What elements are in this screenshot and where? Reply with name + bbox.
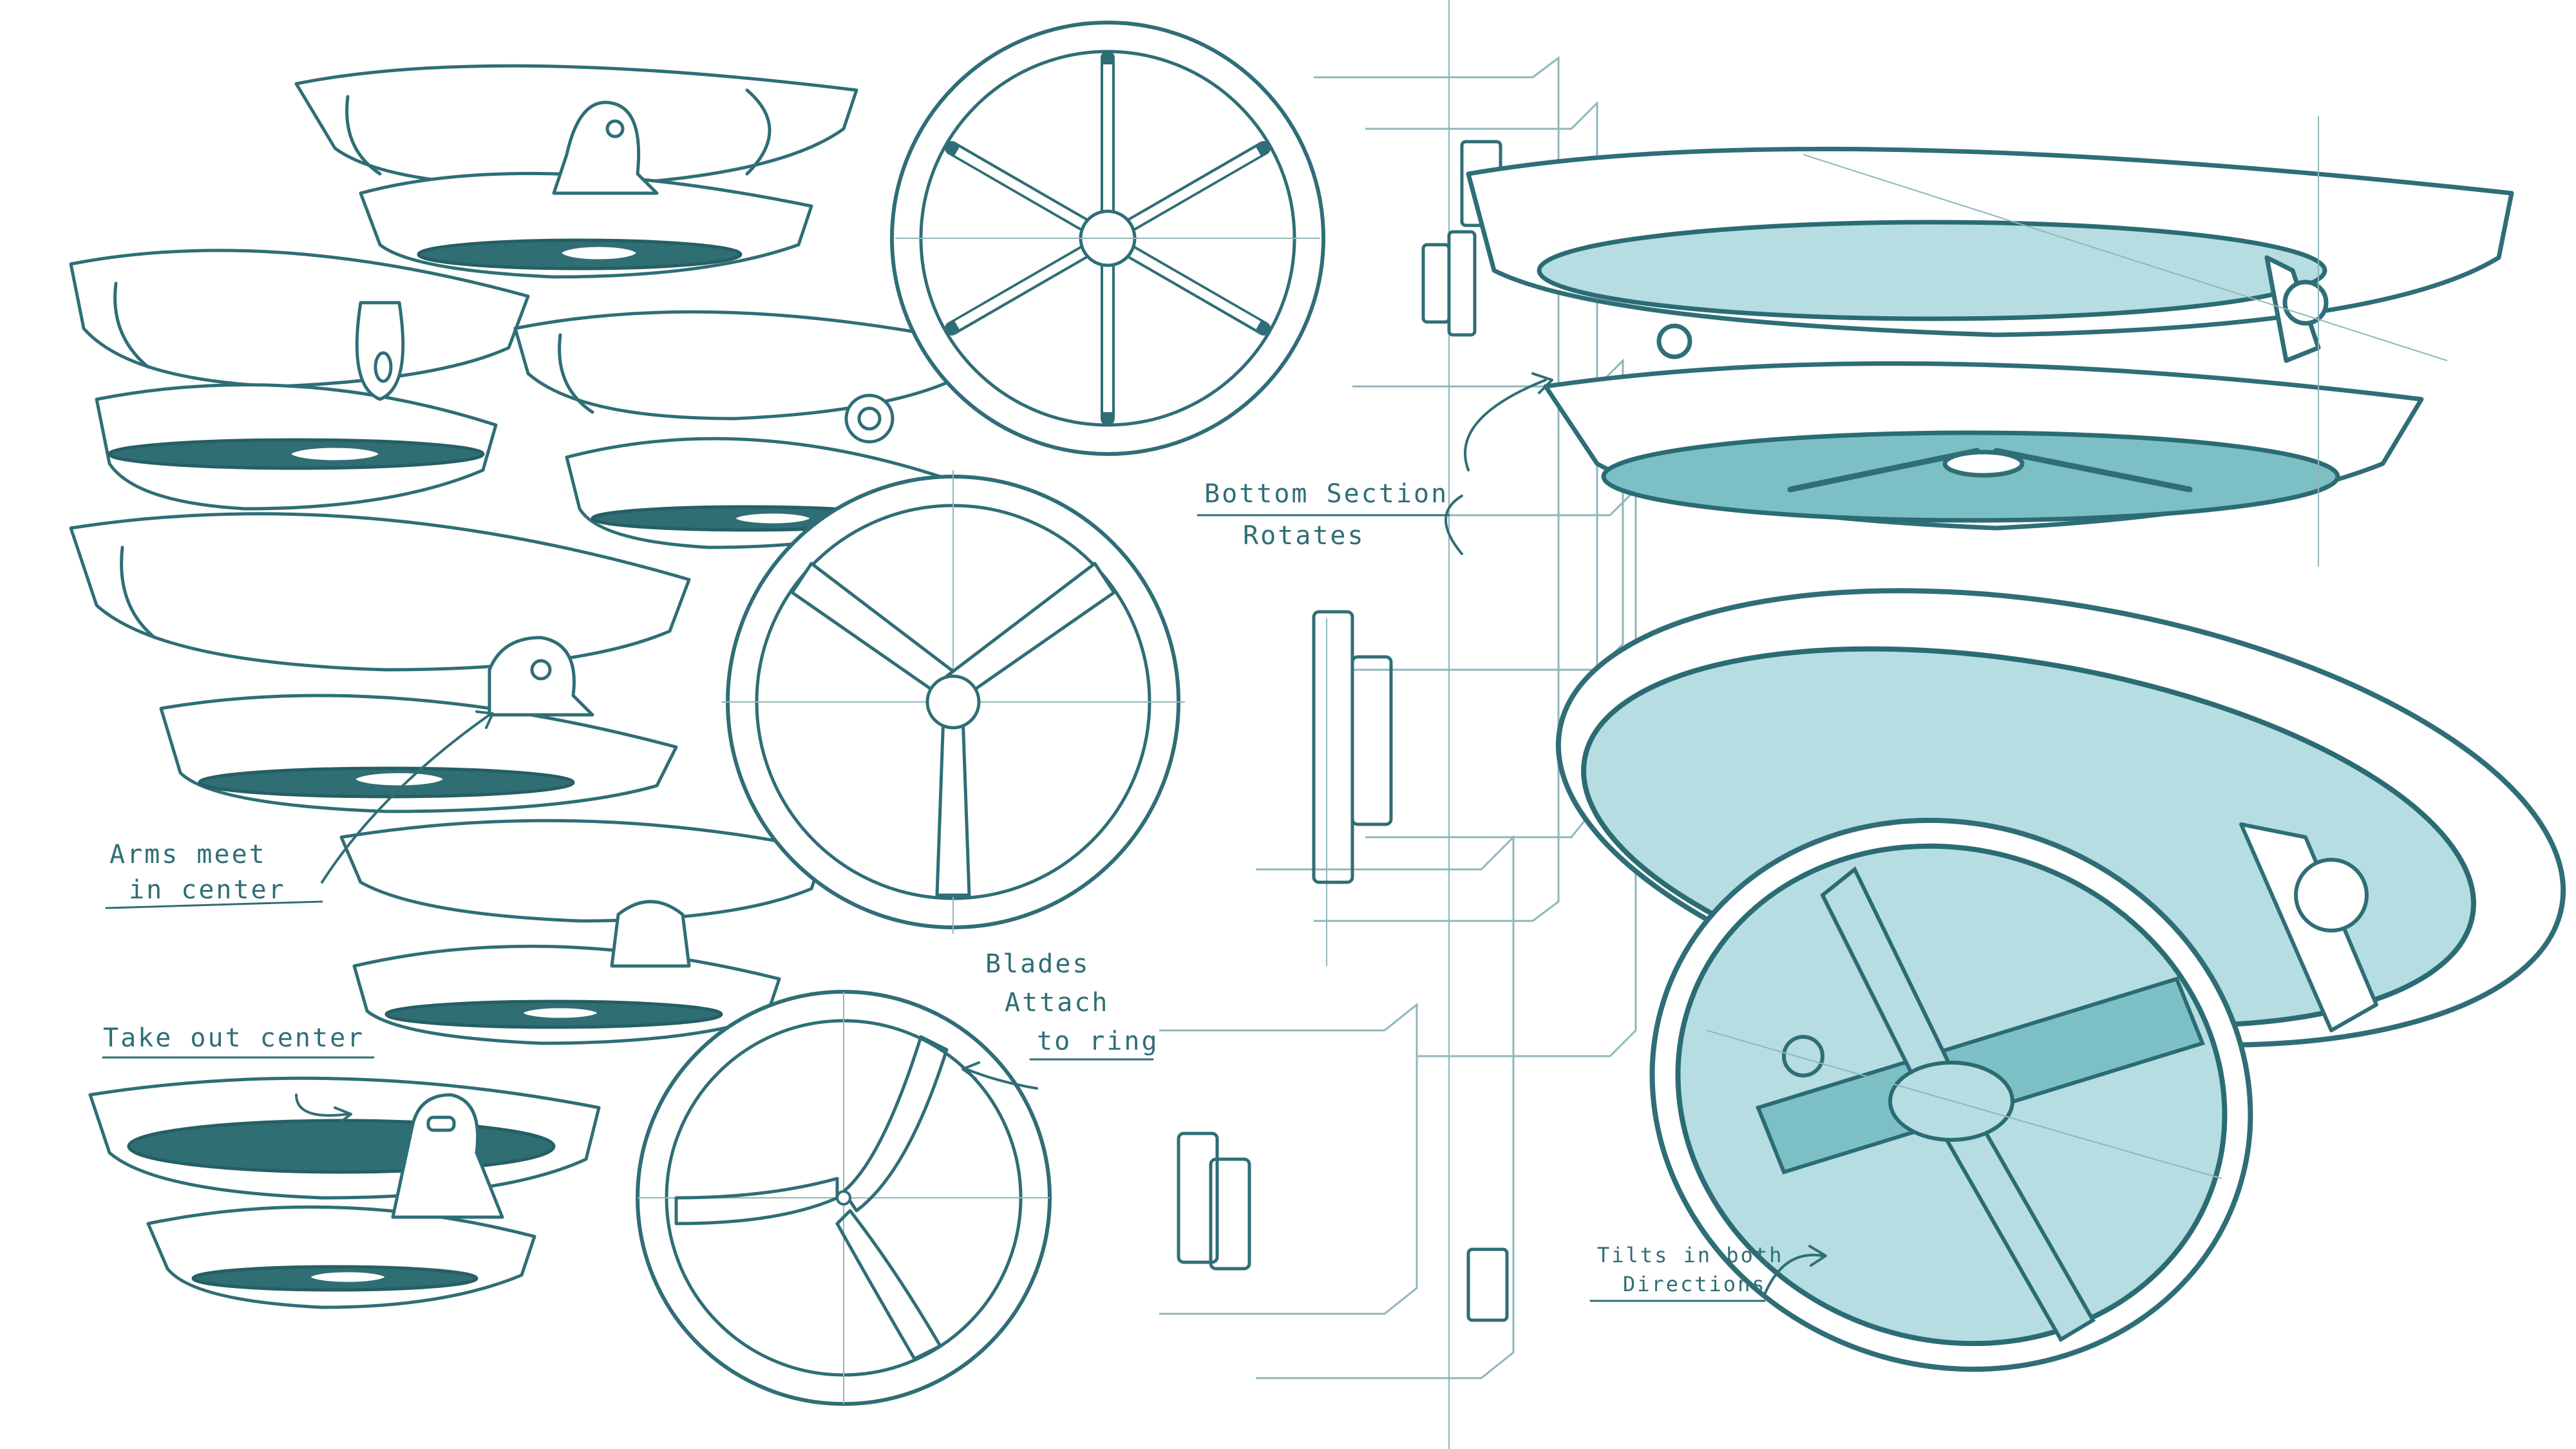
annotation-tilts: Tilts in both Directions (1589, 1243, 1783, 1302)
rendered-view-tilted (1555, 588, 2566, 1372)
note-blades-line1: Blades (985, 949, 1090, 979)
note-take-out-center: Take out center (103, 1023, 365, 1053)
annotation-arms-meet: Arms meet in center (105, 840, 323, 909)
sketch-4 (69, 512, 691, 813)
annotation-take-out-center: Take out center (102, 1023, 375, 1059)
sketch-2 (69, 249, 530, 511)
wheel-study-2 (721, 470, 1185, 934)
sketch-1 (294, 64, 858, 279)
rendered-view-top (1466, 116, 2514, 567)
note-tilts-line1: Tilts in both (1597, 1243, 1783, 1267)
note-tilts-line2: Directions (1623, 1272, 1766, 1296)
note-arms-meet-line1: Arms meet (109, 840, 267, 869)
wheel-study-1 (890, 21, 1325, 456)
sketch-6 (88, 1076, 601, 1309)
note-bottom-section-line1: Bottom Section (1204, 479, 1448, 509)
annotation-bottom-section: Bottom Section Rotates (1197, 479, 1450, 551)
note-blades-line2: Attach (1005, 988, 1110, 1018)
note-blades-line3: to ring (1037, 1027, 1159, 1056)
note-bottom-section-line2: Rotates (1243, 521, 1365, 551)
wheel-study-3 (636, 990, 1052, 1406)
sketch-5 (339, 819, 826, 1045)
note-arms-meet-line2: in center (129, 875, 286, 905)
annotation-arrows (295, 372, 1827, 1296)
annotation-blades-attach: Blades Attach to ring (985, 949, 1159, 1061)
